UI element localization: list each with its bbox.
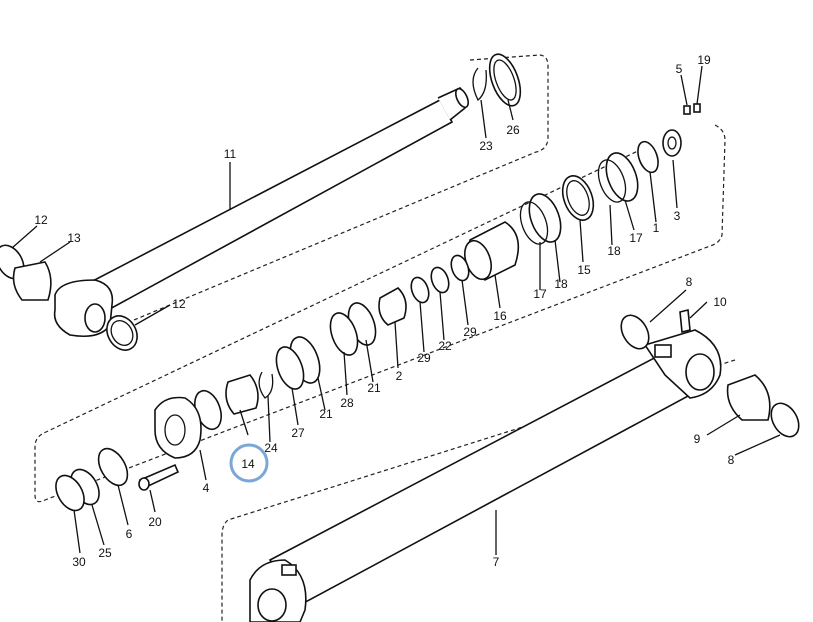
callout-29-right[interactable]: 29 — [463, 325, 477, 339]
callout-18-lower[interactable]: 18 — [554, 277, 568, 291]
callout-27[interactable]: 27 — [291, 426, 305, 440]
callout-15[interactable]: 15 — [577, 263, 591, 277]
seal-kit-group-outline — [34, 124, 726, 503]
callout-11[interactable]: 11 — [224, 147, 237, 161]
callout-7[interactable]: 7 — [493, 555, 500, 569]
callout-22[interactable]: 22 — [438, 339, 452, 353]
callout-8-top[interactable]: 8 — [686, 275, 693, 289]
parts — [0, 53, 800, 512]
callout-3[interactable]: 3 — [674, 209, 681, 223]
callout-21-right[interactable]: 21 — [367, 381, 381, 395]
leader-lines — [11, 65, 781, 555]
callout-5[interactable]: 5 — [676, 62, 683, 76]
callout-26[interactable]: 26 — [506, 123, 520, 137]
callout-14[interactable]: 14 — [241, 457, 255, 471]
highlight-circle-part-14[interactable] — [229, 443, 269, 483]
callout-28[interactable]: 28 — [340, 396, 354, 410]
cylinder-barrel[interactable] — [249, 329, 722, 622]
barrel-group-outline — [221, 359, 736, 622]
callout-labels: 5 19 26 23 11 12 13 12 3 1 17 18 15 18 1… — [34, 53, 734, 569]
callout-30[interactable]: 30 — [72, 555, 86, 569]
callout-10[interactable]: 10 — [713, 295, 727, 309]
callout-19[interactable]: 19 — [697, 53, 711, 67]
callout-24[interactable]: 24 — [264, 441, 278, 455]
callout-16[interactable]: 16 — [493, 309, 507, 323]
callout-12-top[interactable]: 12 — [34, 213, 48, 227]
callout-20[interactable]: 20 — [148, 515, 162, 529]
callout-9[interactable]: 9 — [694, 432, 701, 446]
callout-12-bottom[interactable]: 12 — [172, 297, 186, 311]
callout-6[interactable]: 6 — [126, 527, 133, 541]
callout-17-top[interactable]: 17 — [629, 231, 643, 245]
callout-8-bottom[interactable]: 8 — [728, 453, 735, 467]
callout-13[interactable]: 13 — [67, 231, 81, 245]
rod-group-outline — [109, 54, 549, 331]
callout-2[interactable]: 2 — [396, 369, 403, 383]
callout-21-left[interactable]: 21 — [319, 407, 333, 421]
callout-25[interactable]: 25 — [98, 546, 112, 560]
callout-18-top[interactable]: 18 — [607, 244, 621, 258]
callout-23[interactable]: 23 — [479, 139, 493, 153]
callout-29-left[interactable]: 29 — [417, 351, 431, 365]
piston-rod[interactable] — [53, 87, 471, 338]
callout-1[interactable]: 1 — [653, 221, 660, 235]
callout-17-lower[interactable]: 17 — [533, 287, 547, 301]
callout-4[interactable]: 4 — [203, 481, 210, 495]
